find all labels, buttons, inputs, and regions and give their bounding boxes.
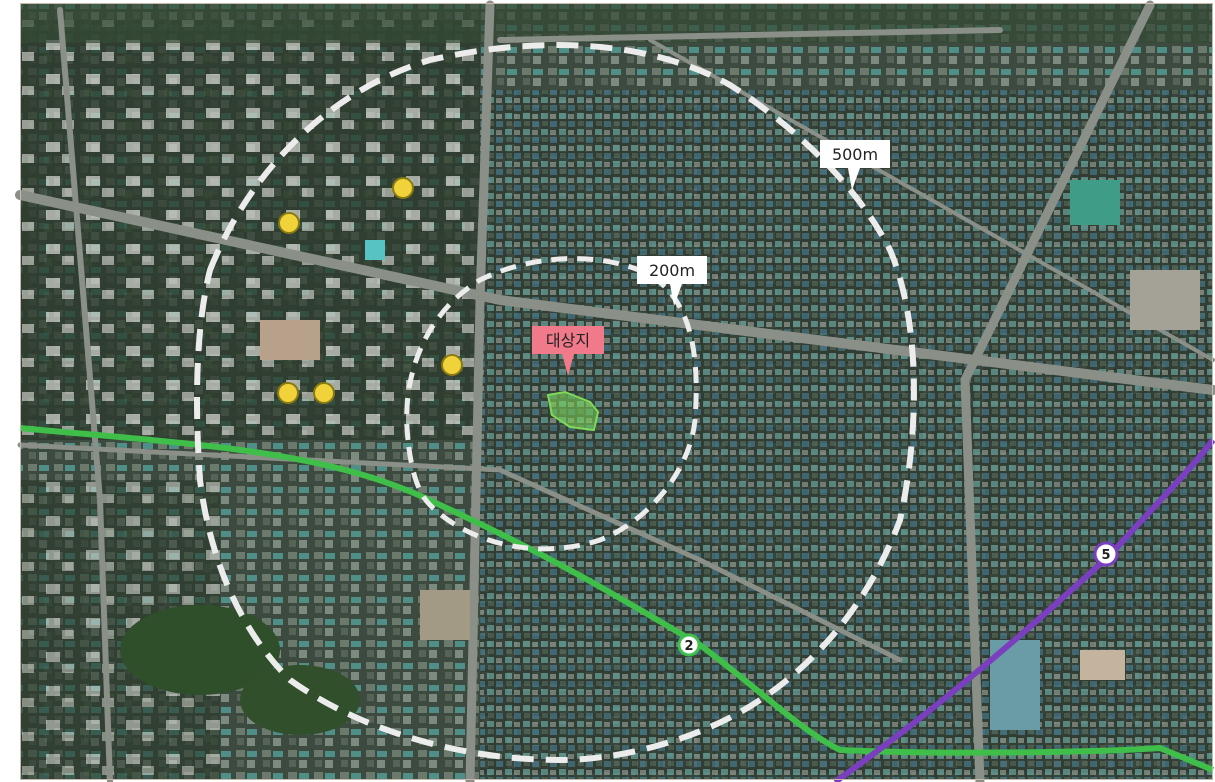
station-badge-line-2: 2 (677, 633, 701, 657)
ring-500m (194, 42, 917, 764)
subway-line-2 (19, 425, 1215, 773)
highlight-markers (277, 177, 463, 404)
svg-text:5: 5 (1101, 548, 1110, 563)
highlight-marker (277, 382, 299, 404)
ring-200m (404, 256, 699, 552)
svg-text:200m: 200m (649, 261, 695, 280)
highlight-marker (278, 212, 300, 234)
highlight-marker (392, 177, 414, 199)
subway-line-5 (833, 438, 1215, 782)
svg-text:500m: 500m (832, 145, 878, 164)
highlight-marker (441, 354, 463, 376)
label-200m: 200m (637, 256, 707, 306)
school-field (260, 320, 320, 360)
label-500m: 500m (820, 140, 890, 190)
target-site-area (546, 390, 600, 432)
station-badge-line-5: 5 (1093, 541, 1119, 567)
highlight-marker (313, 382, 335, 404)
svg-text:2: 2 (684, 639, 693, 654)
svg-text:대상지: 대상지 (546, 331, 590, 350)
label-site: 대상지 (532, 326, 604, 376)
roads (15, 0, 1215, 782)
